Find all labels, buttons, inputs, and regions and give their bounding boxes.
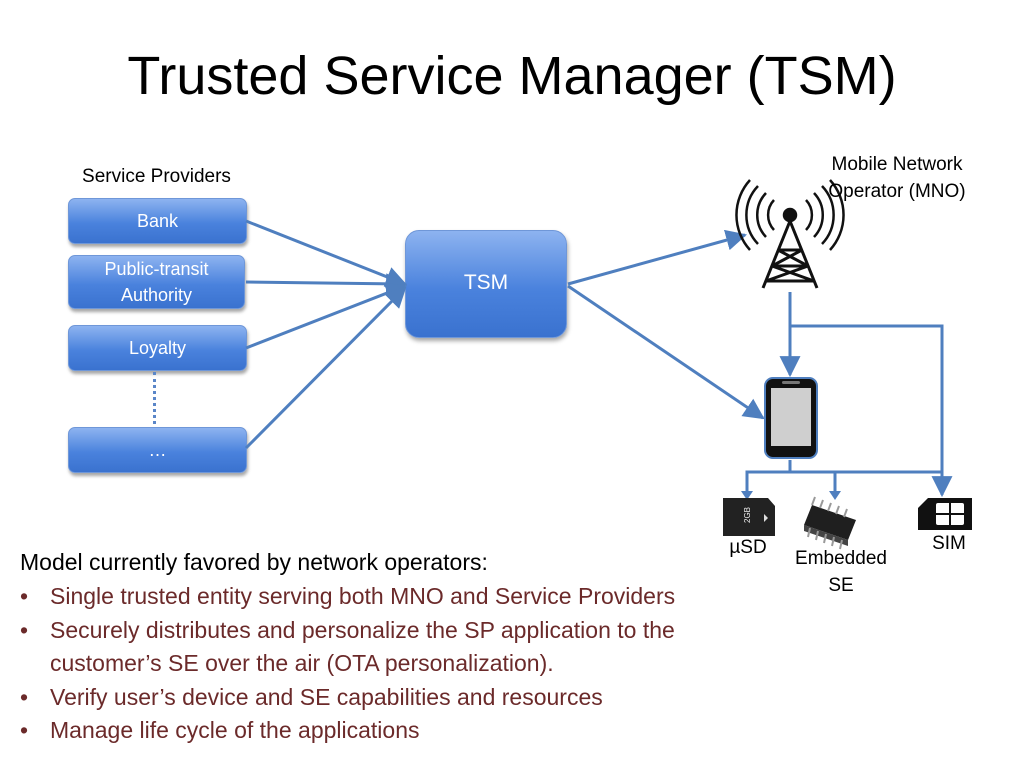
vertical-ellipsis-divider <box>153 372 162 424</box>
connector-mno-to-sim <box>790 324 953 498</box>
public-transit-authority-label: Public-transit Authority <box>104 259 209 305</box>
description-block: Model currently favored by network opera… <box>20 546 800 748</box>
public-transit-authority-box: Public-transit Authority <box>68 255 245 309</box>
page-title: Trusted Service Manager (TSM) <box>127 46 897 106</box>
more-providers-label: … <box>148 440 167 460</box>
bullet-item: Single trusted entity serving both MNO a… <box>20 580 800 614</box>
loyalty-label: Loyalty <box>128 338 187 358</box>
arrow-transit-to-tsm <box>245 273 408 295</box>
mno-label: Mobile Network Operator (MNO) <box>828 154 966 202</box>
usd-label: µSD <box>729 537 767 558</box>
arrow-bank-to-tsm <box>245 219 407 287</box>
arrow-tsm-to-mno <box>567 229 748 286</box>
bullet-item: Securely distributes and personalize the… <box>20 614 770 681</box>
connector-phone-to-ses <box>745 460 942 495</box>
arrowhead-to-embedded <box>829 491 841 500</box>
chip-icon <box>804 496 856 550</box>
tsm-label: TSM <box>463 271 509 294</box>
arrow-loyalty-to-tsm <box>245 283 407 350</box>
arrow-more-to-tsm <box>244 286 407 450</box>
smartphone-icon <box>764 377 818 459</box>
embedded-se-label: Embedded SE <box>795 548 887 596</box>
arrowhead-to-usd <box>741 491 753 500</box>
bullet-item: Manage life cycle of the applications <box>20 714 800 748</box>
more-providers-box: … <box>68 427 247 473</box>
bank-box: Bank <box>68 198 247 244</box>
bullet-item: Verify user’s device and SE capabilities… <box>20 681 800 715</box>
cell-tower-icon <box>735 179 845 289</box>
arrow-tsm-to-phone <box>567 284 765 420</box>
sim-card-icon <box>918 498 972 530</box>
service-providers-heading: Service Providers <box>82 166 231 187</box>
sim-label: SIM <box>932 533 966 554</box>
microsd-card-text: 2GB <box>743 507 752 523</box>
bank-label: Bank <box>136 211 179 231</box>
tsm-box: TSM <box>405 230 567 338</box>
microsd-card-icon: 2GB <box>723 498 775 536</box>
description-lead: Model currently favored by network opera… <box>20 549 488 575</box>
description-bullets: Single trusted entity serving both MNO a… <box>20 580 800 748</box>
